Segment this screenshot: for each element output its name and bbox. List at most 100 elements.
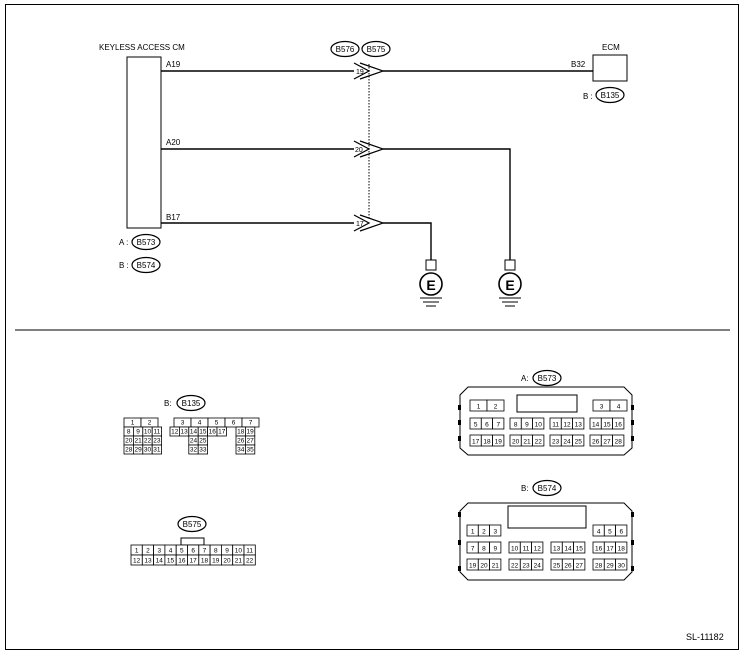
b574-pin-cell — [615, 541, 628, 554]
b135-pin-label: 22 — [144, 438, 152, 445]
b573-pin-label: 15 — [603, 422, 611, 429]
b575-pin-label: 16 — [178, 558, 186, 565]
b573-pin-cell — [532, 434, 545, 447]
b135-pin-cell — [151, 444, 162, 455]
b574-pin-label: 26 — [564, 563, 572, 570]
b135-pin-label: 21 — [134, 438, 142, 445]
b573-pin-cell — [612, 434, 625, 447]
b135-pin-label: 25 — [199, 438, 207, 445]
b574-pin-label: 20 — [480, 563, 488, 570]
b135-pin-label: 26 — [237, 438, 245, 445]
ground-2-letter: E — [505, 277, 514, 293]
b135-pin-label: 31 — [153, 447, 161, 454]
junction-conn-label-1: B576 — [336, 45, 355, 54]
b574-view-label: B574 — [538, 484, 557, 493]
b135-pin-label: 3 — [181, 420, 185, 427]
b135-pin-label: 29 — [134, 447, 142, 454]
b135-pin-label: 13 — [180, 429, 188, 436]
b574-view-prefix: B: — [521, 484, 529, 493]
b573-pin-label: 18 — [483, 439, 491, 446]
b575-pin-label: 14 — [156, 558, 164, 565]
b575-pin-label: 18 — [201, 558, 209, 565]
b575-pin-label: 10 — [235, 548, 243, 555]
b573-pin-label: 3 — [600, 404, 604, 411]
b574-side-mark-3 — [458, 566, 461, 571]
ecm-conn-oval — [595, 86, 625, 104]
b135-view-oval — [176, 394, 206, 412]
b574-pin-label: 7 — [471, 546, 475, 553]
b573-pin-label: 1 — [477, 404, 481, 411]
b574-pin-label: 21 — [492, 563, 500, 570]
wire-2-right — [383, 148, 511, 260]
b574-pin-label: 22 — [511, 563, 519, 570]
b574-pin-label: 4 — [597, 529, 601, 536]
b573-view-oval — [532, 369, 562, 387]
b575-pin-label: 22 — [246, 558, 254, 565]
b573-pin-cell — [532, 417, 545, 430]
b135-pin-cell — [197, 444, 208, 455]
wire-1-junction-pin: 19 — [356, 69, 364, 76]
page-frame — [5, 4, 739, 650]
b574-pin-label: 15 — [576, 546, 584, 553]
b135-pin-label: 27 — [246, 438, 254, 445]
b573-pin-cell — [612, 417, 625, 430]
keyless-cm-title: KEYLESS ACCESS CM — [99, 43, 185, 52]
junction-conn-oval-1 — [330, 40, 360, 58]
b574-side-mark-1 — [458, 512, 461, 517]
b135-pin-label: 28 — [125, 447, 133, 454]
b573-pin-cell — [609, 399, 628, 412]
b574-pin-label: 25 — [553, 563, 561, 570]
b574-pin-cell — [531, 541, 544, 554]
b574-pin-label: 24 — [534, 563, 542, 570]
b135-pin-label: 2 — [148, 420, 152, 427]
b574-body — [459, 502, 633, 581]
b574-pin-cell — [489, 558, 502, 571]
junction-conn-oval-2 — [361, 40, 391, 58]
b574-pin-label: 5 — [608, 529, 612, 536]
b575-pin-label: 20 — [223, 558, 231, 565]
b573-pin-label: 26 — [592, 439, 600, 446]
ground-2-symbol — [498, 272, 522, 296]
ground-2-terminal — [504, 259, 516, 271]
b135-pin-label: 19 — [246, 429, 254, 436]
ecm-box — [592, 54, 628, 82]
b574-pin-cell — [615, 558, 628, 571]
b574-pin-label: 18 — [618, 546, 626, 553]
b573-pin-cell — [492, 434, 505, 447]
b573-pin-label: 24 — [563, 439, 571, 446]
b573-pin-cell — [572, 434, 585, 447]
b573-pin-label: 28 — [615, 439, 623, 446]
b573-pin-label: 16 — [615, 422, 623, 429]
b573-pin-label: 25 — [575, 439, 583, 446]
b135-view-label: B135 — [182, 399, 201, 408]
b573-pin-label: 21 — [523, 439, 531, 446]
ecm-title: ECM — [602, 43, 620, 52]
ecm-pin: B32 — [571, 60, 586, 69]
b574-pin-label: 6 — [619, 529, 623, 536]
b575-key — [180, 537, 205, 546]
b135-pin-label: 11 — [154, 429, 161, 436]
b574-side-mark-4 — [631, 512, 634, 517]
b573-pin-label: 8 — [514, 422, 518, 429]
keyless-cm-box — [126, 56, 162, 229]
b575-view-oval — [177, 515, 207, 533]
b575-pin-label: 12 — [133, 558, 141, 565]
b135-pin-label: 12 — [171, 429, 179, 436]
b574-pin-cell — [489, 524, 502, 537]
b575-pin-label: 9 — [225, 548, 229, 555]
b575-pin-label: 4 — [169, 548, 173, 555]
b573-pin-label: 10 — [535, 422, 543, 429]
b574-pin-label: 28 — [595, 563, 603, 570]
b573-pin-label: 5 — [474, 422, 478, 429]
b573-pin-label: 6 — [485, 422, 489, 429]
b574-pin-label: 30 — [618, 563, 626, 570]
b573-latch — [516, 394, 578, 413]
b573-pin-label: 22 — [535, 439, 543, 446]
b575-pin-label: 21 — [235, 558, 243, 565]
b573-pin-label: 4 — [617, 404, 621, 411]
b135-pin-label: 34 — [237, 447, 245, 454]
b135-pin-label: 32 — [190, 447, 198, 454]
b574-pin-label: 14 — [564, 546, 572, 553]
